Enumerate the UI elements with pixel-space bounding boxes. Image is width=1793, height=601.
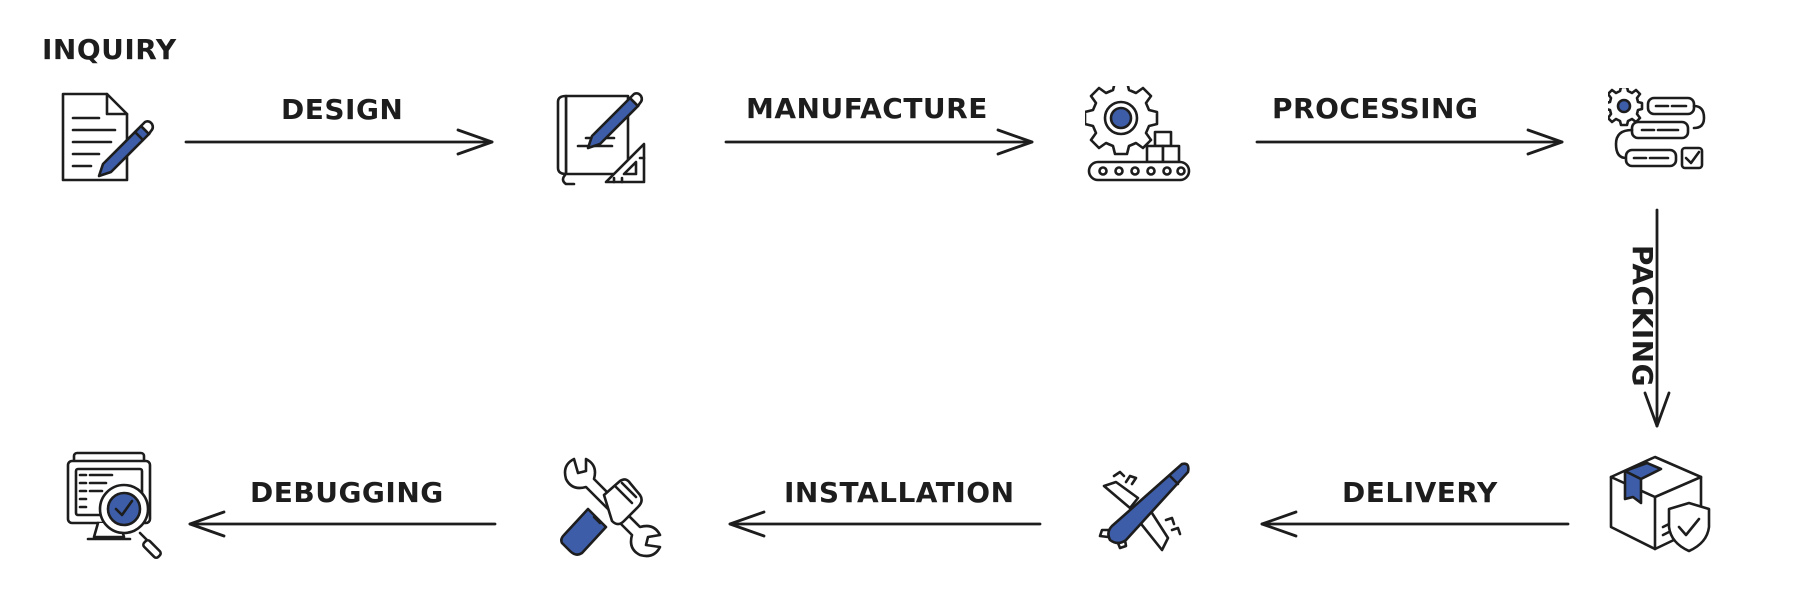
workflow-icon xyxy=(1608,88,1706,170)
arrow-processing xyxy=(1255,128,1564,156)
label-design: DESIGN xyxy=(281,93,404,126)
package-shield-icon xyxy=(1609,455,1711,553)
arrow-debugging xyxy=(188,510,497,538)
label-manufacture: MANUFACTURE xyxy=(746,92,988,125)
monitor-search-icon xyxy=(66,451,162,559)
arrow-manufacture xyxy=(724,128,1034,156)
arrow-installation xyxy=(728,510,1042,538)
arrow-delivery xyxy=(1260,510,1570,538)
wrench-hand-icon xyxy=(560,457,662,558)
arrow-packing xyxy=(1643,208,1671,428)
label-processing: PROCESSING xyxy=(1272,92,1479,125)
label-debugging: DEBUGGING xyxy=(250,476,444,509)
label-installation: INSTALLATION xyxy=(784,476,1015,509)
blueprint-icon xyxy=(556,92,646,186)
document-pencil-icon xyxy=(61,92,155,182)
gear-conveyor-icon xyxy=(1085,86,1191,182)
label-delivery: DELIVERY xyxy=(1342,476,1498,509)
arrow-design xyxy=(184,128,494,156)
airplane-icon xyxy=(1098,462,1190,552)
label-inquiry: INQUIRY xyxy=(42,33,177,66)
